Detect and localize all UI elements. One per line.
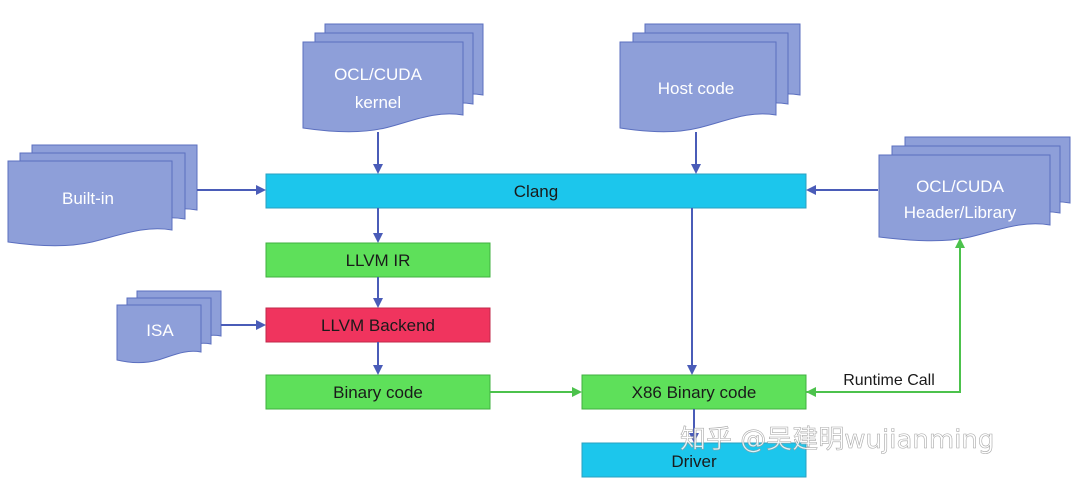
llvm-backend-box-label: LLVM Backend xyxy=(321,316,435,335)
header-library-document xyxy=(878,136,1071,242)
llvm-ir-box xyxy=(265,242,491,278)
builtin-document xyxy=(7,144,198,247)
header-library-document-line1: OCL/CUDA xyxy=(916,177,1005,196)
builtin-document-label: Built-in xyxy=(62,189,114,208)
binary-code-box xyxy=(265,374,491,410)
header-library-document-line2: Header/Library xyxy=(904,203,1017,222)
host-code-document-label: Host code xyxy=(658,79,735,98)
isa-document xyxy=(116,290,222,364)
host-code-document xyxy=(619,23,801,133)
binary-code-box-label: Binary code xyxy=(333,383,423,402)
runtime-call-label: Runtime Call xyxy=(843,372,935,389)
kernel-document-line2: kernel xyxy=(355,93,401,112)
kernel-document-line1: OCL/CUDA xyxy=(334,65,423,84)
driver-box-label: Driver xyxy=(671,452,717,471)
watermark-text: 知乎 @吴建明wujianming xyxy=(680,425,994,455)
x86-binary-code-box-label: X86 Binary code xyxy=(632,383,757,402)
x86-binary-code-box xyxy=(581,374,807,410)
isa-document-label: ISA xyxy=(146,321,174,340)
kernel-document xyxy=(302,23,484,133)
arrow-runtime-call-to-header xyxy=(806,238,965,393)
clang-box-label: Clang xyxy=(514,182,558,201)
llvm-ir-box-label: LLVM IR xyxy=(346,251,411,270)
clang-box xyxy=(265,173,807,209)
driver-box xyxy=(581,442,807,478)
